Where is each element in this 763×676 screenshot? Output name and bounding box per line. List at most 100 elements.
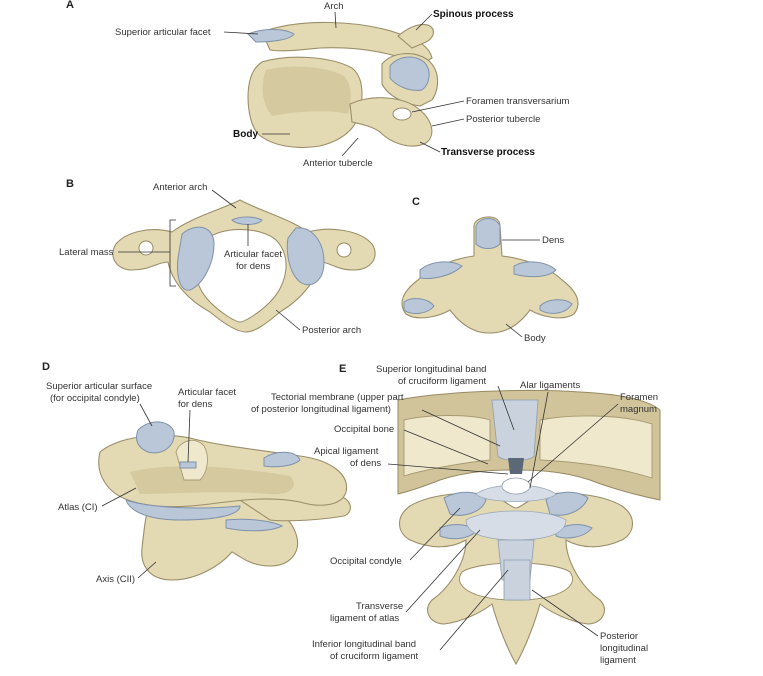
b-label-lateral-mass: Lateral mass — [59, 247, 114, 258]
e-dens-apex — [501, 477, 531, 495]
d-label-articular-facet-2: for dens — [178, 399, 213, 410]
e-label-tectorial-2: of posterior longitudinal ligament) — [251, 404, 391, 415]
d-dens — [175, 439, 208, 481]
b-left-facet-cartilage — [177, 226, 215, 291]
a-leader-arch — [334, 11, 337, 29]
e-leader-tectorial — [421, 409, 501, 447]
b-leader-anterior-arch — [211, 189, 237, 209]
panel-e-letter: E — [339, 363, 346, 375]
d-posterior-facet-cartilage — [263, 451, 301, 468]
c-right-inferior-facet — [539, 299, 573, 314]
e-label-apical-1: Apical ligament — [314, 446, 379, 457]
a-label-superior-articular-facet: Superior articular facet — [115, 27, 211, 38]
a-label-foramen-transversarium: Foramen transversarium — [466, 96, 570, 107]
c-left-inferior-facet — [403, 298, 435, 314]
a-label-transverse-process: Transverse process — [441, 147, 535, 158]
panel-d-atlas-axis-illustration — [98, 421, 351, 581]
e-occipital-inner-left — [403, 415, 491, 477]
c-leader-body — [505, 323, 523, 338]
c-label-dens: Dens — [542, 235, 564, 246]
e-occipital-inner-right — [539, 415, 653, 479]
d-leader-atlas — [101, 487, 137, 507]
e-right-condyle-cartilage — [545, 491, 589, 516]
a-leader-foramen — [411, 100, 465, 113]
b-leader-posterior-arch — [275, 309, 301, 331]
b-dens-facet-cartilage — [231, 216, 263, 225]
panel-a-letter: A — [66, 0, 74, 11]
a-label-body: Body — [233, 129, 258, 140]
e-label-posterior-long-2: longitudinal — [600, 643, 648, 654]
e-superior-band — [491, 399, 539, 461]
panel-e: E Superior longitudinal — [251, 363, 661, 666]
e-label-superior-band-2: of cruciform ligament — [398, 376, 487, 387]
b-label-anterior-arch: Anterior arch — [153, 182, 207, 193]
e-leader-transverse — [405, 529, 481, 613]
panel-d-letter: D — [42, 361, 50, 373]
panel-c: C Dens Body — [401, 196, 579, 344]
c-dens-cartilage — [475, 218, 501, 249]
e-leader-posterior-long — [531, 589, 599, 637]
a-label-posterior-tubercle: Posterior tubercle — [466, 114, 540, 125]
a-label-spinous-process: Spinous process — [433, 9, 514, 20]
b-label-posterior-arch: Posterior arch — [302, 325, 361, 336]
e-leader-alar — [529, 391, 549, 489]
a-superior-facet-cartilage — [247, 29, 295, 43]
e-leader-superior-band — [497, 385, 515, 431]
a-leader-transverse — [419, 141, 441, 153]
panel-a: A Arch Spinous process Superior articula… — [66, 0, 570, 169]
a-posterior-facet-cartilage — [389, 56, 430, 91]
panel-c-letter: C — [412, 196, 420, 208]
e-label-transverse-1: Transverse — [356, 601, 403, 612]
e-transverse-ligament — [465, 510, 567, 541]
b-right-facet-cartilage — [286, 227, 325, 286]
d-leader-superior-surface — [139, 403, 153, 427]
a-leader-posterior-tubercle — [431, 118, 465, 127]
a-body-shading — [262, 66, 351, 116]
panel-a-vertebra-illustration — [247, 21, 439, 149]
panel-e-ligament-illustration — [397, 389, 661, 666]
d-label-atlas: Atlas (CI) — [58, 502, 98, 513]
a-label-arch: Arch — [324, 1, 344, 12]
a-foramen-transversarium-hole — [392, 107, 412, 121]
d-leader-axis — [137, 561, 157, 579]
a-leader-spinous — [415, 13, 433, 31]
d-label-superior-surface-2: (for occipital condyle) — [50, 393, 140, 404]
e-label-posterior-long-1: Posterior — [600, 631, 638, 642]
e-label-occipital-bone: Occipital bone — [334, 424, 394, 435]
b-label-articular-facet-1: Articular facet — [224, 249, 282, 260]
e-label-occipital-condyle: Occipital condyle — [330, 556, 402, 567]
panel-b-atlas-illustration — [112, 199, 376, 333]
a-spinous-shape — [397, 23, 435, 49]
b-right-transverse-foramen — [336, 242, 352, 258]
d-atlas-shading — [130, 466, 294, 495]
e-leader-apical — [387, 463, 509, 475]
e-left-condyle-cartilage — [443, 491, 487, 516]
e-label-posterior-long-3: ligament — [600, 655, 636, 666]
c-label-body: Body — [524, 333, 546, 344]
d-dens-facet-cartilage — [179, 461, 197, 469]
b-vertebral-foramen — [194, 229, 287, 323]
e-label-apical-2: of dens — [350, 458, 381, 469]
d-lateral-joint-cartilage — [125, 499, 241, 521]
e-label-foramen-magnum-2: magnum — [620, 404, 657, 415]
b-left-transverse-foramen — [138, 240, 154, 256]
e-apical-ligament — [508, 458, 524, 474]
a-label-anterior-tubercle: Anterior tubercle — [303, 158, 373, 169]
d-label-superior-surface-1: Superior articular surface — [46, 381, 152, 392]
a-leader-anterior-tubercle — [341, 137, 359, 157]
c-left-superior-facet — [419, 261, 463, 279]
d-label-axis: Axis (CII) — [96, 574, 135, 585]
e-posterior-longitudinal-ligament — [503, 559, 531, 601]
panel-b-letter: B — [66, 178, 74, 190]
e-label-inferior-band-2: of cruciform ligament — [330, 651, 419, 662]
panel-b: B Anterior arch Lateral mass Articular f… — [59, 178, 376, 336]
e-label-alar-ligaments: Alar ligaments — [520, 380, 580, 391]
d-inferior-facet-cartilage — [225, 518, 284, 532]
e-label-superior-band-1: Superior longitudinal band — [376, 364, 486, 375]
e-leader-foramen-magnum — [527, 403, 619, 483]
e-leader-inferior-band — [439, 569, 509, 651]
panel-d: D Superior articular surface (for occipi… — [42, 361, 351, 585]
d-label-articular-facet-1: Articular facet — [178, 387, 236, 398]
e-leader-occipital-condyle — [409, 507, 461, 561]
